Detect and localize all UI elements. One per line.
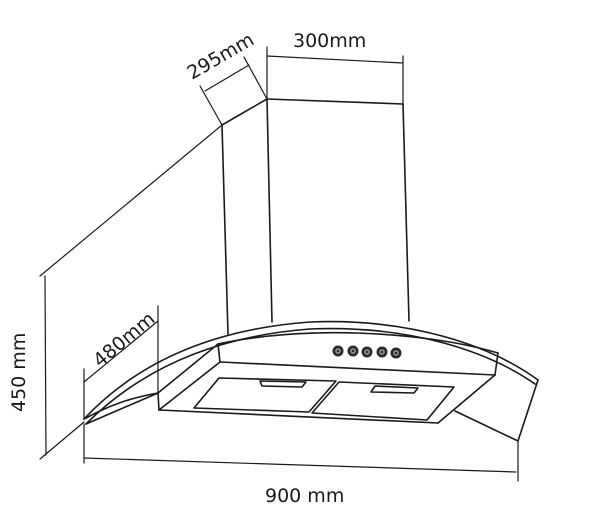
control-knob-3 [361,346,373,358]
glass-canopy [83,320,539,442]
dimension-chimney-depth: 295mm [184,29,268,126]
dimension-chimney-width: 300mm [266,30,404,105]
control-knob-4 [376,346,388,358]
grease-filters [193,377,455,421]
control-knob-2 [347,345,359,357]
hood-body [157,331,499,424]
control-knob-1 [332,345,344,357]
chimney [221,98,410,335]
dimension-height: 450 mm [8,275,85,460]
label-width: 900 mm [265,485,344,507]
label-chimney-width: 300mm [293,30,366,52]
control-panel [332,345,402,359]
label-chimney-depth: 295mm [184,29,258,85]
label-canopy-depth: 480mm [89,308,159,372]
control-knob-5 [390,347,402,359]
extension-line-top [39,124,223,277]
label-height: 450 mm [8,333,30,412]
dimension-width: 900 mm [83,423,519,507]
